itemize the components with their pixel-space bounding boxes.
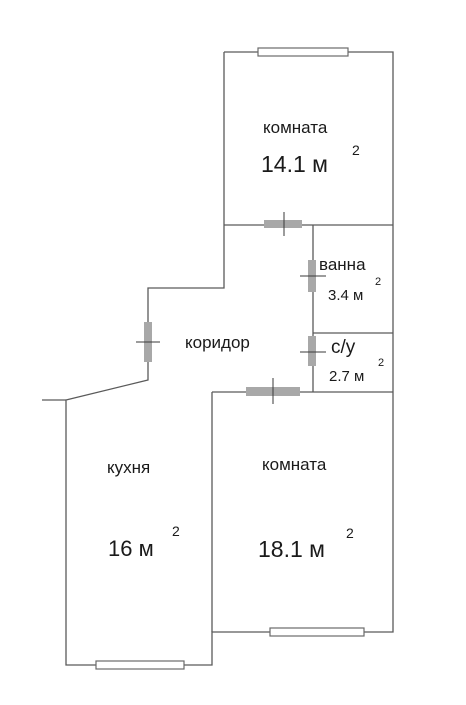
window-top-room <box>257 47 349 57</box>
doors <box>136 212 326 404</box>
door-corridor-left <box>136 322 160 362</box>
window-kitchen <box>95 660 185 670</box>
windows <box>95 47 365 670</box>
room-bottom-area: 18.1 м <box>258 536 325 562</box>
bath-name: ванна <box>319 255 366 274</box>
room-top-area-exp: 2 <box>352 142 360 158</box>
kitchen-name: кухня <box>107 458 150 477</box>
door-top-room <box>264 212 302 236</box>
door-bath <box>300 260 326 292</box>
wc-area-exp: 2 <box>378 357 384 369</box>
door-bottom-room <box>246 378 300 404</box>
outer-wall <box>65 51 394 666</box>
walls <box>42 51 394 666</box>
wc-area: 2.7 м <box>329 368 364 385</box>
room-bottom-area-exp: 2 <box>346 525 354 541</box>
window-bottom-room <box>269 627 365 637</box>
room-top-area: 14.1 м <box>261 151 328 177</box>
kitchen-area: 16 м <box>108 536 154 561</box>
kitchen-area-exp: 2 <box>172 523 180 539</box>
room-bottom-name: комната <box>262 455 327 474</box>
room-top-name: комната <box>263 118 328 137</box>
bath-area: 3.4 м <box>328 287 363 304</box>
door-wc <box>300 336 326 366</box>
corridor-name: коридор <box>185 333 250 352</box>
room-labels: комната 14.1 м 2 ванна 3.4 м 2 коридор с… <box>107 118 384 562</box>
wc-name: с/у <box>331 337 356 358</box>
bath-area-exp: 2 <box>375 276 381 288</box>
